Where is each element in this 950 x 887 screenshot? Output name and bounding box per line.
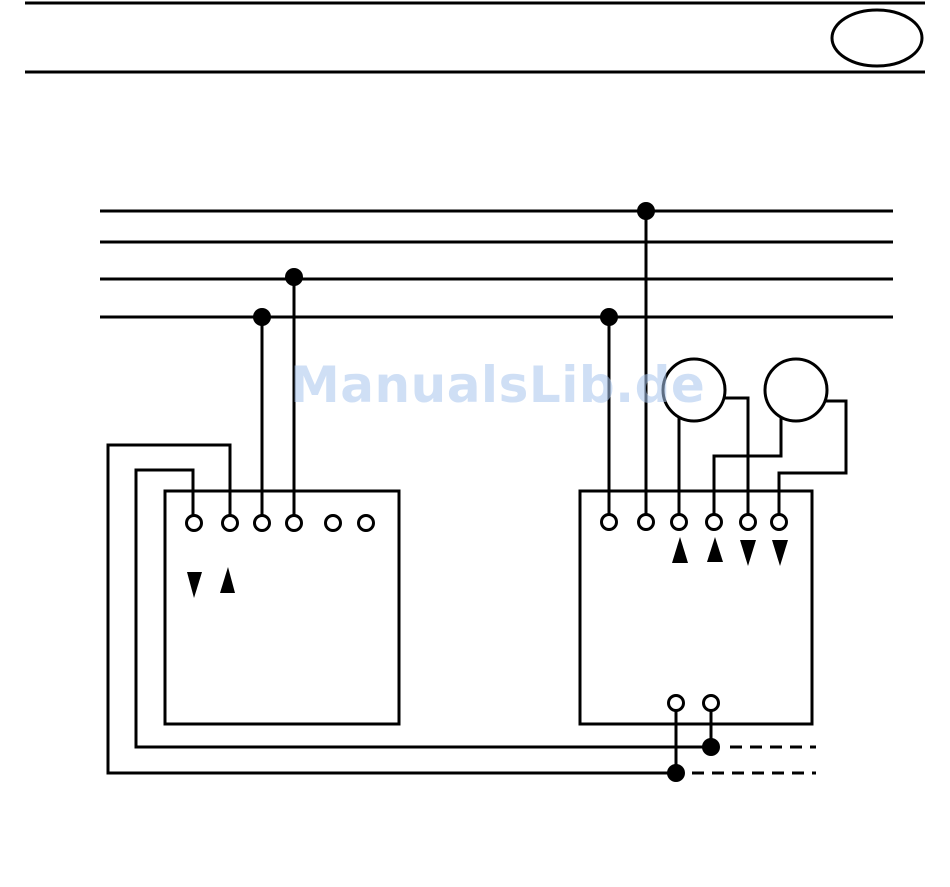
terminal-icon [223,516,238,531]
terminal-icon [772,515,787,530]
terminal-icon [326,516,341,531]
terminals [187,515,787,711]
junction-dot-icon [702,738,720,756]
junction-dot-icon [253,308,271,326]
motor-icon [765,359,827,421]
terminal-icon [707,515,722,530]
motor-icon [663,359,725,421]
arrow-up-icon [707,537,723,562]
arrow-up-icon [672,537,688,563]
junction-dot-icon [600,308,618,326]
terminal-icon [741,515,756,530]
junction-dot-icon [285,268,303,286]
direction-arrows [187,537,788,598]
terminal-icon [602,515,617,530]
arrow-down-icon [740,540,756,566]
arrow-down-icon [187,572,202,598]
terminal-icon [672,515,687,530]
terminal-icon [255,516,270,531]
page-header [25,3,925,72]
arrow-down-icon [772,540,788,566]
arrow-up-icon [220,567,235,593]
wire [136,470,711,747]
terminal-icon [187,516,202,531]
terminal-icon [287,516,302,531]
terminal-icon [639,515,654,530]
terminal-icon [704,696,719,711]
junction-dot-icon [637,202,655,220]
supply-bus [100,211,893,317]
terminal-icon [359,516,374,531]
junction-dot-icon [667,764,685,782]
language-badge-outline [832,10,922,66]
terminal-icon [669,696,684,711]
